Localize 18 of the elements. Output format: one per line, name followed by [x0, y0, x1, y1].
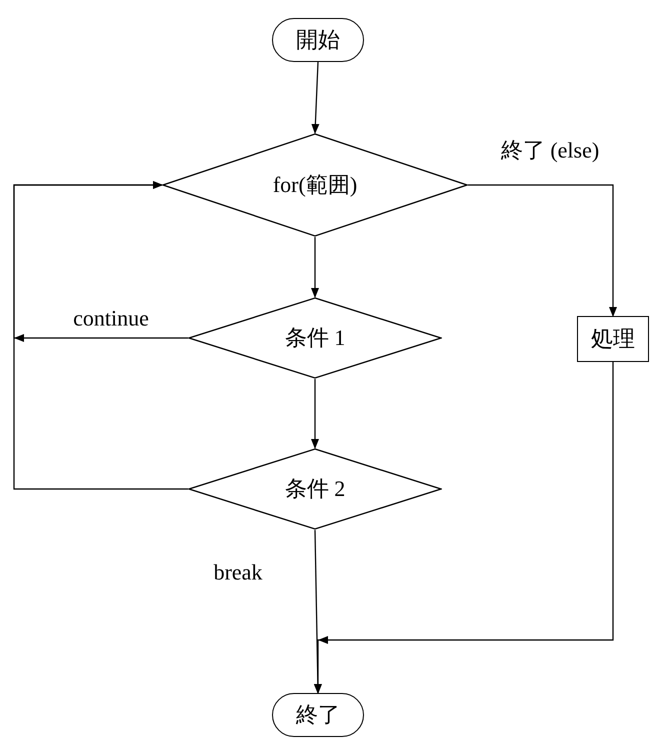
node-label: 条件 2	[284, 475, 346, 503]
decision-diamond	[188, 448, 442, 530]
arrow	[311, 379, 319, 449]
decision-diamond	[188, 297, 442, 379]
arrow	[314, 362, 614, 694]
node-label: 終了	[296, 701, 340, 729]
terminal-box	[272, 693, 364, 737]
arrow	[468, 184, 617, 317]
terminal-box	[272, 18, 364, 62]
decision-diamond	[162, 133, 468, 237]
arrow	[311, 62, 320, 134]
node-label: 条件 1	[284, 324, 346, 352]
node-label: 処理	[591, 325, 635, 353]
node-label: 開始	[296, 26, 340, 54]
arrow	[13, 181, 188, 490]
node-label: for(範囲)	[272, 171, 358, 199]
process-box	[577, 316, 649, 362]
arrow	[311, 237, 319, 298]
